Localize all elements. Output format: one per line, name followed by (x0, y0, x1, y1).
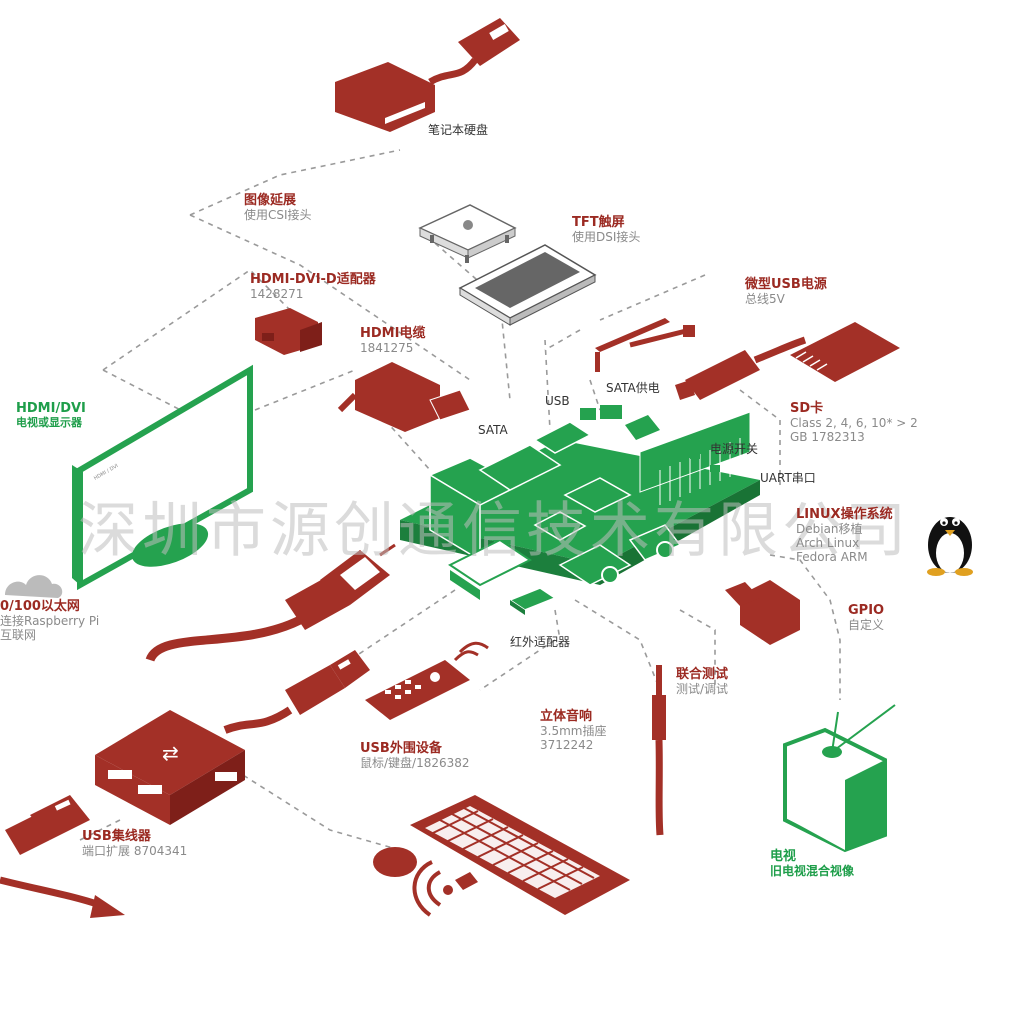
watermark-text: 深圳市源创通信技术有限公司 (78, 496, 910, 566)
tft-label: TFT触屏 使用DSI接头 (572, 215, 641, 245)
mouse-icon (373, 847, 478, 917)
linux-label: LINUX操作系统 Debian移植 Arch Linux Fedora ARM (796, 507, 893, 564)
micro-usb-power-label: 微型USB电源 总线5V (745, 277, 827, 307)
tv-label: 电视 旧电视混合视像 (770, 849, 855, 879)
tft-screen-icon (458, 244, 597, 326)
monitor-icon: HDMI / DVI (72, 364, 253, 591)
sd-card-sub2: GB 1782313 (790, 429, 865, 444)
power-switch-label: 电源开关 (710, 439, 758, 457)
hdd-icon (335, 18, 520, 132)
usb-hub-sub: 端口扩展 8704341 (82, 843, 188, 858)
debug-title: 联合测试 (676, 667, 729, 682)
hdmi-cable-sub: 1841275 (360, 340, 414, 355)
sd-card-label: SD卡 Class 2, 4, 6, 10* > 2 GB 1782313 (790, 401, 918, 445)
ethernet-plug-icon (145, 543, 396, 663)
debug-label: 联合测试 测试/调试 (676, 667, 729, 697)
sd-card-icon (790, 322, 900, 382)
cloud-icon (5, 575, 63, 598)
hdmi-cable-label: HDMI电缆 1841275 (360, 326, 426, 356)
hdmi-dvi-adapter-icon (255, 308, 322, 355)
gpio-connector-icon (725, 580, 800, 645)
hdmi-dvi-tv-label: HDMI/DVI 电视或显示器 (16, 401, 86, 430)
ethernet-label: 0/100以太网 连接Raspberry Pi 互联网 (0, 599, 100, 643)
svg-text:⇄: ⇄ (162, 741, 179, 765)
tv-sub: 旧电视混合视像 (770, 863, 855, 878)
sata-title: SATA (478, 423, 508, 437)
sata-cable-icon (595, 318, 695, 372)
linux-sub2: Arch Linux (796, 535, 860, 550)
remote-control-icon (365, 641, 489, 720)
sata-label: SATA (478, 420, 508, 438)
ethernet-sub2: 互联网 (0, 627, 37, 642)
tft-title: TFT触屏 (572, 215, 625, 230)
tv-icon (783, 704, 896, 853)
usb-label: USB (545, 391, 570, 409)
ethernet-sub1: 连接Raspberry Pi (0, 613, 100, 628)
hdmi-cable-title: HDMI电缆 (360, 326, 426, 341)
linux-sub3: Fedora ARM (796, 549, 868, 564)
tft-sub: 使用DSI接头 (572, 229, 641, 244)
hdmi-dvi-tv-title: HDMI/DVI (16, 401, 86, 416)
audio-sub2: 3712242 (540, 737, 594, 752)
audio-title: 立体音响 (540, 709, 593, 724)
image-ext-label: 图像延展 使用CSI接头 (244, 193, 312, 223)
ethernet-title: 0/100以太网 (0, 599, 80, 614)
usb-peripherals-title: USB外围设备 (360, 741, 442, 756)
linux-title: LINUX操作系统 (796, 507, 893, 522)
sd-card-title: SD卡 (790, 401, 824, 416)
laptop-hdd-title: 笔记本硬盘 (428, 123, 489, 137)
usb-hub-title: USB集线器 (82, 829, 151, 844)
image-ext-sub: 使用CSI接头 (244, 207, 312, 222)
sata-power-title: SATA供电 (606, 381, 660, 395)
usb-hub-label: USB集线器 端口扩展 8704341 (82, 829, 188, 859)
audio-jack-icon (652, 665, 666, 836)
tux-penguin-icon (927, 517, 973, 576)
usb-hub-icon: ⇄ (0, 710, 245, 918)
gpio-sub: 自定义 (848, 617, 885, 632)
hdmi-dvi-tv-sub: 电视或显示器 (16, 415, 82, 429)
hdmi-dvi-adapter-label: HDMI-DVI-D适配器 1428271 (250, 272, 376, 302)
uart-label: UART串口 (760, 468, 816, 486)
usb-plug-icon (223, 650, 370, 734)
ir-adapter-label: 红外适配器 (510, 632, 570, 650)
csi-module-icon (418, 204, 517, 263)
uart-title: UART串口 (760, 471, 816, 485)
sd-card-sub1: Class 2, 4, 6, 10* > 2 (790, 415, 918, 430)
gpio-label: GPIO 自定义 (848, 603, 885, 633)
hdmi-cable-icon (337, 362, 471, 432)
linux-sub1: Debian移植 (796, 521, 863, 536)
sata-power-label: SATA供电 (606, 378, 660, 396)
micro-usb-plug-icon (675, 336, 807, 400)
micro-usb-power-sub: 总线5V (745, 291, 785, 306)
image-ext-title: 图像延展 (244, 193, 297, 208)
raspberry-pi-board-icon (400, 405, 760, 615)
usb-peripherals-sub: 鼠标/键盘/1826382 (360, 755, 470, 770)
hdmi-dvi-adapter-sub: 1428271 (250, 286, 304, 301)
power-switch-title: 电源开关 (710, 442, 759, 456)
micro-usb-power-title: 微型USB电源 (745, 277, 827, 292)
gpio-title: GPIO (848, 603, 885, 618)
tv-title: 电视 (770, 849, 797, 864)
hdmi-dvi-adapter-title: HDMI-DVI-D适配器 (250, 272, 376, 287)
debug-sub: 测试/调试 (676, 681, 729, 696)
keyboard-icon (410, 795, 630, 915)
audio-label: 立体音响 3.5mm插座 3712242 (540, 709, 607, 753)
ir-adapter-title: 红外适配器 (510, 635, 571, 649)
laptop-hdd-label: 笔记本硬盘 (428, 120, 488, 138)
usb-peripherals-label: USB外围设备 鼠标/键盘/1826382 (360, 741, 470, 771)
audio-sub1: 3.5mm插座 (540, 723, 607, 738)
usb-title: USB (545, 394, 570, 408)
